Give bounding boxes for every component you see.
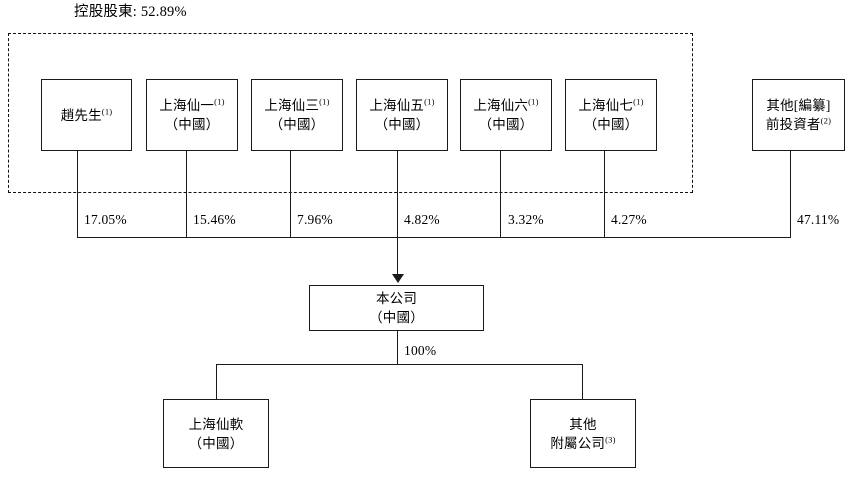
shareholder-box-1-text: 趙先生(1) — [60, 106, 113, 123]
subsidiary-box-left: 上海仙軟（中國） — [163, 399, 269, 468]
connector-other-investor — [790, 151, 792, 238]
shareholder-box-5-text: 上海仙六(1)（中國） — [473, 96, 539, 132]
shareholder-box-4-text: 上海仙五(1)（中國） — [369, 96, 435, 132]
connector-bus-to-company — [397, 237, 399, 275]
shareholder-box-1: 趙先生(1) — [41, 79, 132, 151]
pct-shareholder-2: 15.46% — [193, 212, 236, 227]
shareholder-box-2: 上海仙一(1)（中國） — [146, 79, 238, 151]
arrow-to-company — [391, 274, 404, 283]
shareholder-box-4: 上海仙五(1)（中國） — [356, 79, 448, 151]
pct-shareholder-1: 17.05% — [84, 212, 127, 227]
connector-shareholder-2 — [186, 151, 188, 238]
pct-shareholder-4: 4.82% — [404, 212, 440, 227]
shareholder-box-6: 上海仙七(1)（中國） — [565, 79, 657, 151]
other-pre-ipo-investor-text: 其他[編纂]前投資者(2) — [765, 98, 832, 132]
connector-shareholder-3 — [290, 151, 292, 238]
connector-subsidiary-left — [216, 364, 218, 400]
subsidiary-box-left-text: 上海仙軟（中國） — [188, 416, 244, 451]
controlling-shareholder-group-border — [8, 33, 693, 193]
connector-shareholder-1 — [77, 151, 79, 238]
connector-shareholder-5 — [500, 151, 502, 238]
other-pre-ipo-investor-box: 其他[編纂]前投資者(2) — [752, 79, 845, 151]
pct-other-investor: 47.11% — [797, 212, 840, 227]
shareholder-box-6-text: 上海仙七(1)（中國） — [578, 96, 644, 132]
shareholder-bus-line — [77, 237, 791, 239]
shareholder-box-5: 上海仙六(1)（中國） — [460, 79, 552, 151]
pct-shareholder-5: 3.32% — [508, 212, 544, 227]
connector-shareholder-6 — [604, 151, 606, 238]
shareholder-box-3-text: 上海仙三(1)（中國） — [264, 96, 330, 132]
company-box-text: 本公司（中國） — [369, 291, 424, 325]
connector-company-down — [397, 331, 399, 365]
company-box: 本公司（中國） — [309, 285, 484, 331]
controlling-shareholder-label: 控股股東: 52.89% — [74, 4, 187, 20]
subsidiary-bus-line — [216, 364, 583, 366]
pct-company-to-subsidiaries: 100% — [404, 343, 437, 358]
subsidiary-box-right-text: 其他附屬公司(3) — [550, 416, 616, 451]
shareholder-box-2-text: 上海仙一(1)（中國） — [159, 96, 225, 132]
subsidiary-box-right: 其他附屬公司(3) — [530, 399, 636, 468]
connector-subsidiary-right — [582, 364, 584, 400]
shareholder-box-3: 上海仙三(1)（中國） — [251, 79, 343, 151]
connector-shareholder-4 — [397, 151, 399, 238]
pct-shareholder-6: 4.27% — [611, 212, 647, 227]
pct-shareholder-3: 7.96% — [297, 212, 333, 227]
